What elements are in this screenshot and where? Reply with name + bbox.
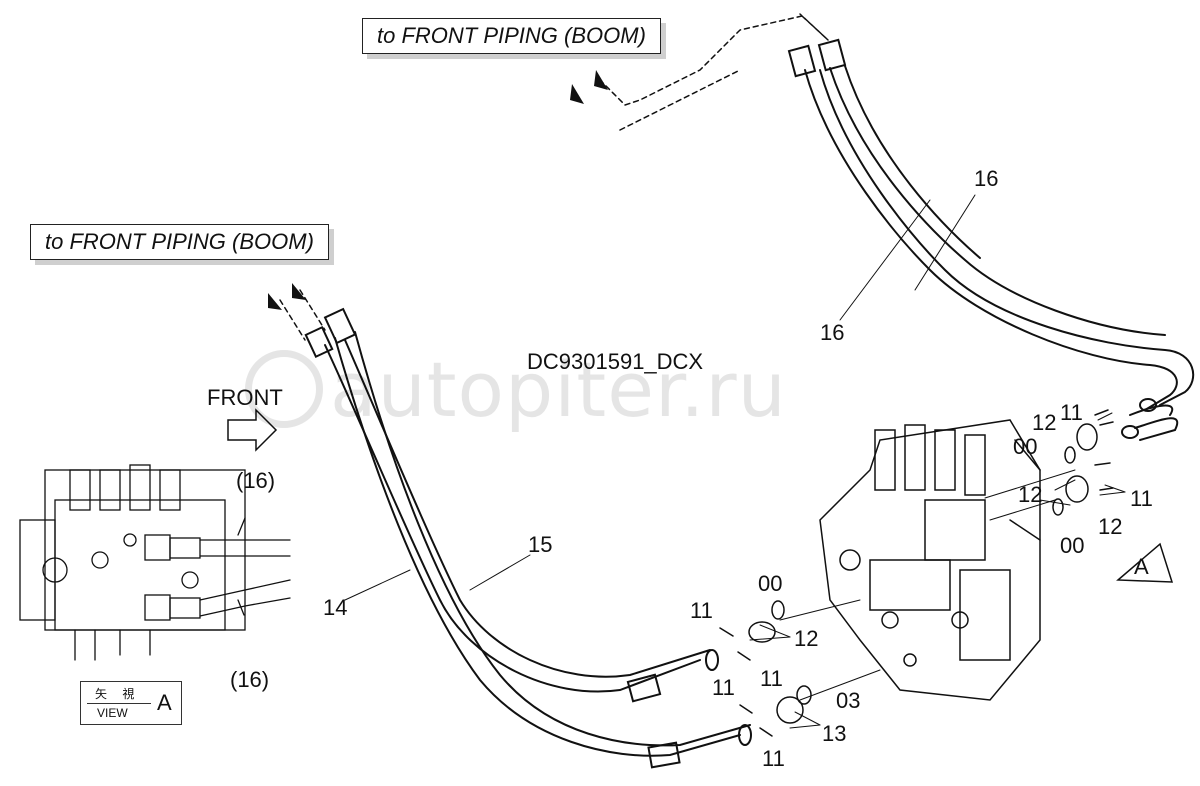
part-label-14: 14 — [323, 595, 348, 620]
part-label-12-c: 12 — [1098, 514, 1123, 539]
part-label-00-a: 00 — [1013, 434, 1038, 459]
view-label: VIEW — [97, 706, 128, 720]
hose-fitting-lower — [304, 307, 752, 769]
routing-arrows — [268, 70, 608, 310]
part-label-00-c: 00 — [758, 571, 783, 596]
part-label-11-c: 11 — [690, 598, 713, 623]
hose-14-15-pair — [324, 331, 751, 757]
part-label-12-d: 12 — [794, 626, 819, 651]
hose-16-pair — [804, 65, 1195, 441]
ref-label-16-a: (16) — [236, 468, 276, 493]
watermark-text: autopiter.ru — [330, 345, 787, 434]
part-label-12-a: 12 — [1032, 410, 1057, 435]
view-a-arrow-icon — [1116, 542, 1174, 583]
part-label-15: 15 — [528, 532, 553, 557]
view-box-divider — [87, 703, 151, 704]
part-label-03: 03 — [836, 688, 861, 713]
flange-set-upper — [1052, 409, 1114, 516]
routing-dashed-left — [279, 289, 326, 341]
leader-lines — [344, 194, 1126, 729]
drawing-code: DC9301591_DCX — [527, 349, 704, 374]
part-label-11-b: 11 — [1130, 486, 1153, 511]
inset-view-a — [19, 464, 291, 661]
part-label-11-e: 11 — [712, 675, 735, 700]
hose-fitting-upper — [787, 38, 1157, 439]
part-label-12-b: 12 — [1018, 482, 1043, 507]
view-letter: A — [157, 690, 172, 715]
view-kanji: 矢 視 — [95, 687, 141, 701]
part-label-11-d: 11 — [760, 666, 783, 691]
flange-set-lower — [719, 600, 812, 737]
routing-dashed-top — [599, 13, 829, 131]
front-label: FRONT — [207, 385, 283, 410]
part-label-11-a: 11 — [1060, 400, 1083, 425]
view-a-title-box: 矢 視 VIEW A — [80, 681, 182, 725]
front-arrow-icon — [227, 408, 278, 452]
ref-label-16-b: (16) — [230, 667, 270, 692]
part-label-00-b: 00 — [1060, 533, 1085, 558]
view-a-marker-letter: A — [1134, 554, 1149, 579]
control-valve — [819, 419, 1041, 701]
part-label-13: 13 — [822, 721, 847, 746]
part-label-16-lower: 16 — [820, 320, 845, 345]
callout-front-piping-boom-top: to FRONT PIPING (BOOM) — [362, 18, 661, 54]
part-label-16-upper: 16 — [974, 166, 999, 191]
callout-front-piping-boom-left: to FRONT PIPING (BOOM) — [30, 224, 329, 260]
watermark-logo-icon — [245, 350, 323, 428]
part-label-11-f: 11 — [762, 746, 785, 771]
